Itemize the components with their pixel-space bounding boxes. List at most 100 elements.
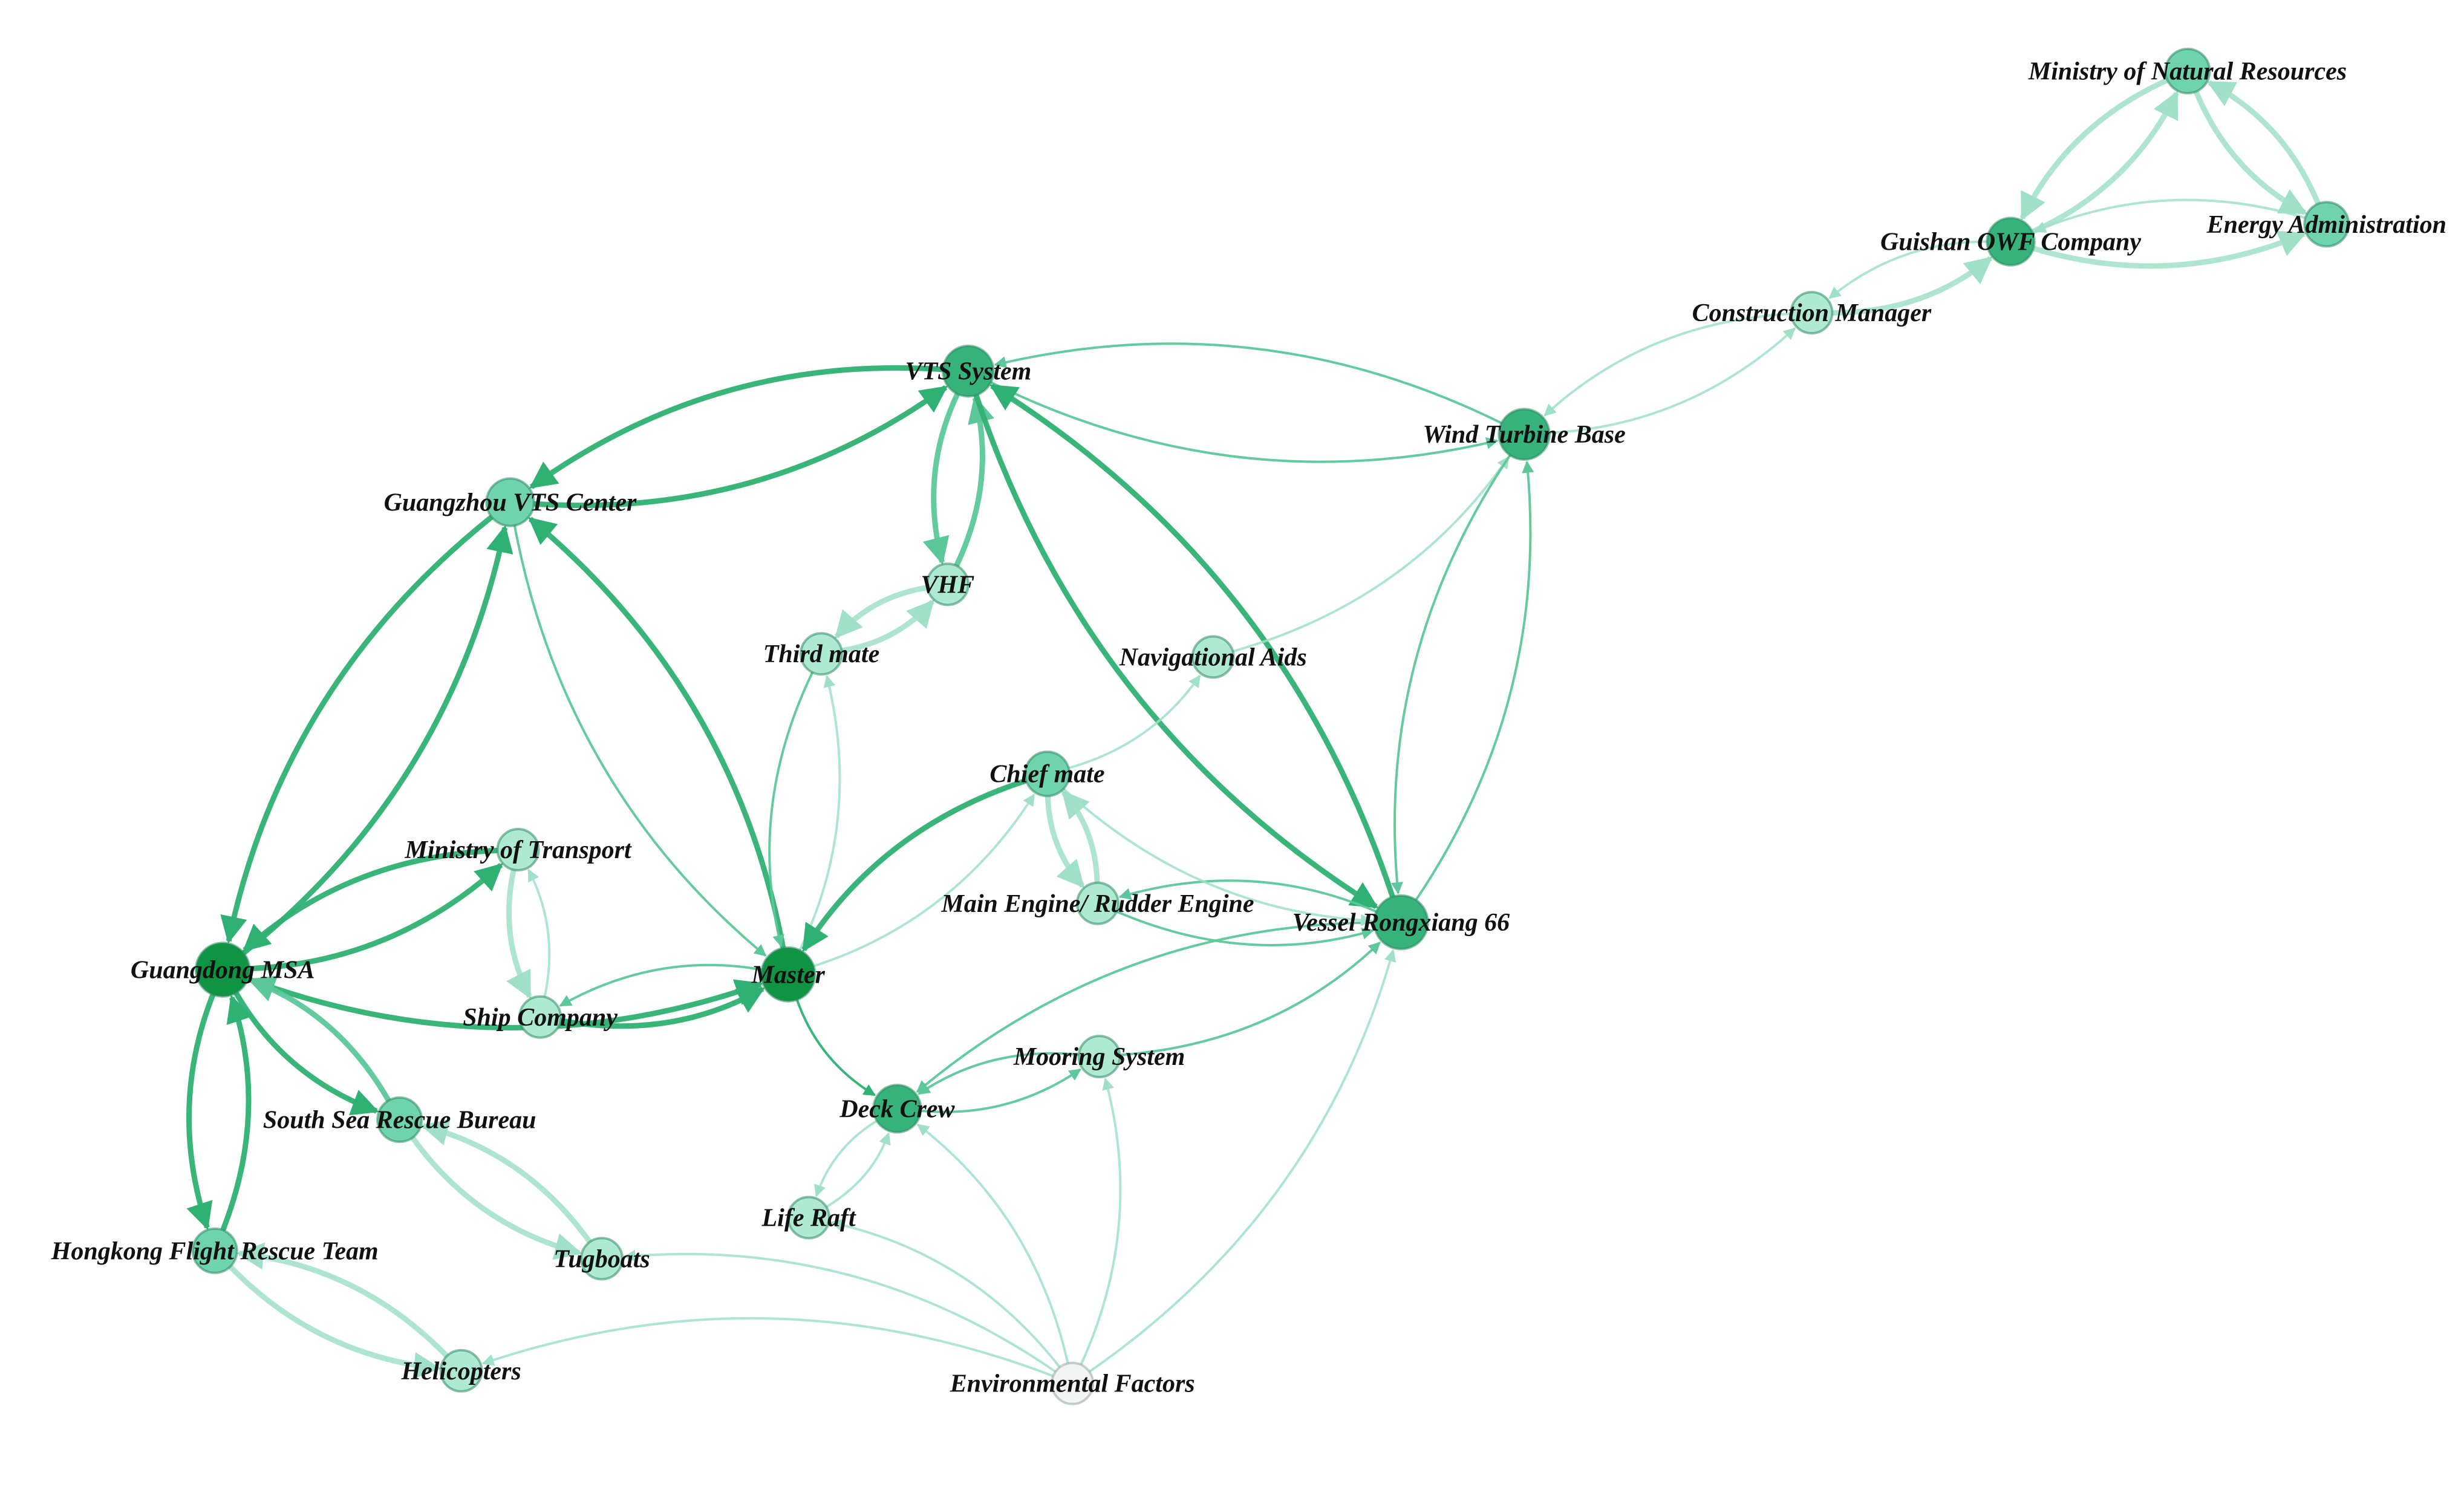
edge-guangzhou_vts-to-guangdong_msa (220, 515, 494, 944)
edge-energy_admin-to-guishan_owf (2033, 198, 2306, 233)
node-env-factors[interactable] (1051, 1361, 1095, 1405)
edge-south_sea-to-tugboats (410, 1136, 582, 1260)
edge-deck_crew-to-mooring (921, 1068, 1081, 1113)
node-vts-system[interactable] (942, 344, 995, 398)
edge-nav_aids-to-wind_turbine (1232, 456, 1510, 653)
node-tugboats[interactable] (580, 1237, 624, 1281)
nodes-layer (191, 47, 2350, 1405)
node-label-nav-aids: Navigational Aids (1119, 643, 1307, 671)
node-label-third-mate: Third mate (763, 640, 880, 668)
node-master[interactable] (760, 946, 816, 1003)
node-label-main-engine: Main Engine/ Rudder Engine (941, 890, 1254, 918)
node-vessel[interactable] (1373, 894, 1429, 951)
node-third-mate[interactable] (800, 632, 843, 676)
edge-env_factors-to-helicopters (481, 1316, 1054, 1378)
edge-vhf-to-vts_system (954, 395, 995, 567)
node-vhf[interactable] (925, 562, 970, 607)
node-label-deck-crew: Deck Crew (839, 1095, 955, 1123)
node-min-natural[interactable] (2164, 47, 2211, 95)
edge-wind_turbine-to-vts_system (994, 342, 1502, 425)
node-mooring[interactable] (1077, 1035, 1121, 1079)
edge-guangdong_msa-to-guangzhou_vts (242, 525, 513, 955)
edge-ministry_transport-to-ship_company (506, 869, 532, 1000)
node-ship-company[interactable] (518, 995, 562, 1039)
edge-wind_turbine-to-construction_mgr (1549, 327, 1796, 434)
node-label-guangzhou-vts: Guangzhou VTS Center (384, 489, 637, 517)
edge-vessel-to-vts_system (989, 383, 1395, 898)
edge-life_raft-to-deck_crew (826, 1132, 891, 1208)
edge-master-to-guangzhou_vts (528, 516, 786, 949)
node-label-vhf: VHF (921, 571, 975, 599)
edge-hk_flight-to-helicopters (228, 1264, 442, 1379)
node-label-tugboats: Tugboats (553, 1245, 650, 1273)
edge-guangzhou_vts-to-master (513, 525, 767, 957)
edge-guangzhou_vts-to-vts_system (533, 385, 948, 509)
node-ministry-transport[interactable] (496, 828, 540, 871)
node-life-raft[interactable] (787, 1196, 831, 1240)
edge-guangdong_msa-to-ministry_transport (249, 863, 503, 972)
edge-tugboats-to-south_sea (420, 1119, 592, 1244)
edge-construction_mgr-to-guishan_owf (1832, 256, 1993, 316)
node-hk-flight[interactable] (191, 1227, 238, 1274)
node-main-engine[interactable] (1076, 881, 1120, 925)
edge-energy_admin-to-min_natural (2206, 80, 2321, 205)
edge-mooring-to-vessel (1120, 942, 1381, 1056)
edge-mooring-to-deck_crew (917, 1052, 1079, 1095)
edge-chief_mate-to-master (801, 778, 1028, 952)
node-helicopters[interactable] (439, 1349, 483, 1393)
node-guangzhou-vts[interactable] (485, 477, 535, 527)
edge-chief_mate-to-main_engine (1045, 796, 1085, 888)
edge-vts_system-to-wind_turbine (990, 381, 1499, 463)
edge-ship_company-to-ministry_transport (527, 868, 551, 998)
edge-main_engine-to-vessel (1116, 910, 1374, 946)
node-south-sea[interactable] (376, 1096, 423, 1144)
edge-vts_system-to-vessel (973, 394, 1379, 910)
node-chief-mate[interactable] (1023, 750, 1071, 798)
node-nav-aids[interactable] (1191, 635, 1235, 679)
edge-master-to-deck_crew (795, 999, 876, 1096)
edge-env_factors-to-deck_crew (916, 1124, 1069, 1364)
edge-min_natural-to-energy_admin (2193, 90, 2307, 215)
node-label-vts-system: VTS System (905, 358, 1031, 386)
node-energy-admin[interactable] (2303, 201, 2350, 248)
node-label-life-raft: Life Raft (761, 1205, 856, 1232)
node-label-wind-turbine: Wind Turbine Base (1423, 421, 1625, 449)
edge-vts_system-to-guangzhou_vts (529, 365, 944, 489)
edge-env_factors-to-mooring (1080, 1077, 1122, 1365)
edge-vessel-to-main_engine (1118, 879, 1377, 913)
node-label-chief-mate: Chief mate (989, 761, 1104, 789)
node-guangdong-msa[interactable] (194, 942, 251, 998)
node-label-energy-admin: Energy Administration (2206, 211, 2446, 239)
node-label-guishan-owf: Guishan OWF Company (1880, 229, 2141, 256)
edge-helicopters-to-hk_flight (236, 1242, 449, 1358)
edge-construction_mgr-to-wind_turbine (1543, 312, 1791, 417)
edge-wind_turbine-to-vessel (1390, 454, 1511, 894)
edge-third_mate-to-master (768, 671, 814, 948)
node-wind-turbine[interactable] (1498, 408, 1551, 461)
edge-vessel-to-wind_turbine (1415, 460, 1534, 901)
edge-chief_mate-to-nav_aids (1068, 674, 1201, 769)
edge-vhf-to-third_mate (834, 585, 928, 639)
edge-master-to-chief_mate (813, 793, 1035, 968)
edge-guishan_owf-to-min_natural (2031, 90, 2180, 235)
edge-env_factors-to-life_raft (830, 1219, 1061, 1368)
node-guishan-owf[interactable] (1986, 216, 2036, 267)
node-construction-mgr[interactable] (1790, 291, 1834, 335)
node-deck-crew[interactable] (872, 1084, 922, 1134)
edge-chief_mate-to-vessel (1063, 787, 1374, 926)
node-label-ship-company: Ship Company (463, 1004, 618, 1032)
edge-env_factors-to-tugboats (623, 1249, 1057, 1373)
edge-guangdong_msa-to-master (247, 976, 763, 1030)
edge-master-to-third_mate (798, 675, 841, 951)
edge-vts_system-to-vhf (922, 392, 960, 565)
edge-deck_crew-to-life_raft (814, 1119, 878, 1197)
edge-env_factors-to-vessel (1088, 949, 1397, 1373)
edge-guishan_owf-to-construction_mgr (1828, 240, 1987, 299)
node-label-vessel: Vessel Rongxiang 66 (1292, 909, 1510, 937)
edge-master-to-ship_company (559, 963, 762, 1007)
edge-guangdong_msa-to-hk_flight (186, 994, 216, 1231)
node-label-helicopters: Helicopters (400, 1358, 521, 1385)
edge-vessel-to-deck_crew (916, 921, 1375, 1093)
